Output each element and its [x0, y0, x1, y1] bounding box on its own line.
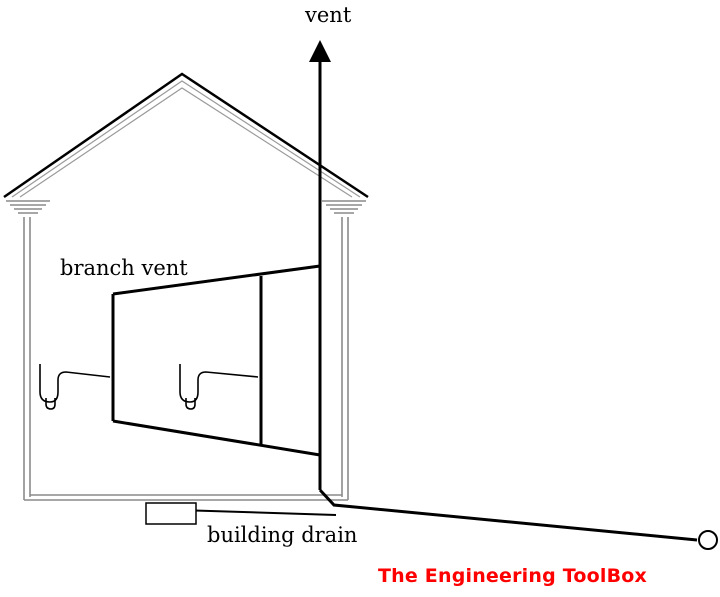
house-walls: [23, 217, 349, 501]
left-eave: [6, 200, 50, 214]
roof-outline: [3, 72, 369, 199]
building-drain-label: building drain: [207, 523, 357, 547]
branch-vent-line: [112, 264, 321, 296]
branch-piping: [111, 264, 321, 457]
right-eave: [322, 200, 366, 214]
building-drain-pipe: [145, 488, 718, 550]
vent-arrow-head: [309, 40, 331, 62]
engineering-toolbox-watermark: The Engineering ToolBox: [378, 565, 647, 587]
roof: [3, 72, 369, 199]
branch-vent-label: branch vent: [60, 256, 188, 280]
cleanout-box: [145, 502, 197, 525]
vent-stack: [309, 40, 331, 490]
sewer-connection-cap: [698, 530, 718, 550]
lower-drain-line: [112, 419, 321, 457]
roof-inner-line-2: [19, 87, 353, 198]
building-drain-line: [318, 488, 698, 542]
middle-fixture-trap: [179, 364, 259, 410]
vent-label: vent: [304, 3, 352, 27]
roof-inner-line-1: [11, 80, 361, 198]
left-fixture-trap: [39, 364, 111, 410]
